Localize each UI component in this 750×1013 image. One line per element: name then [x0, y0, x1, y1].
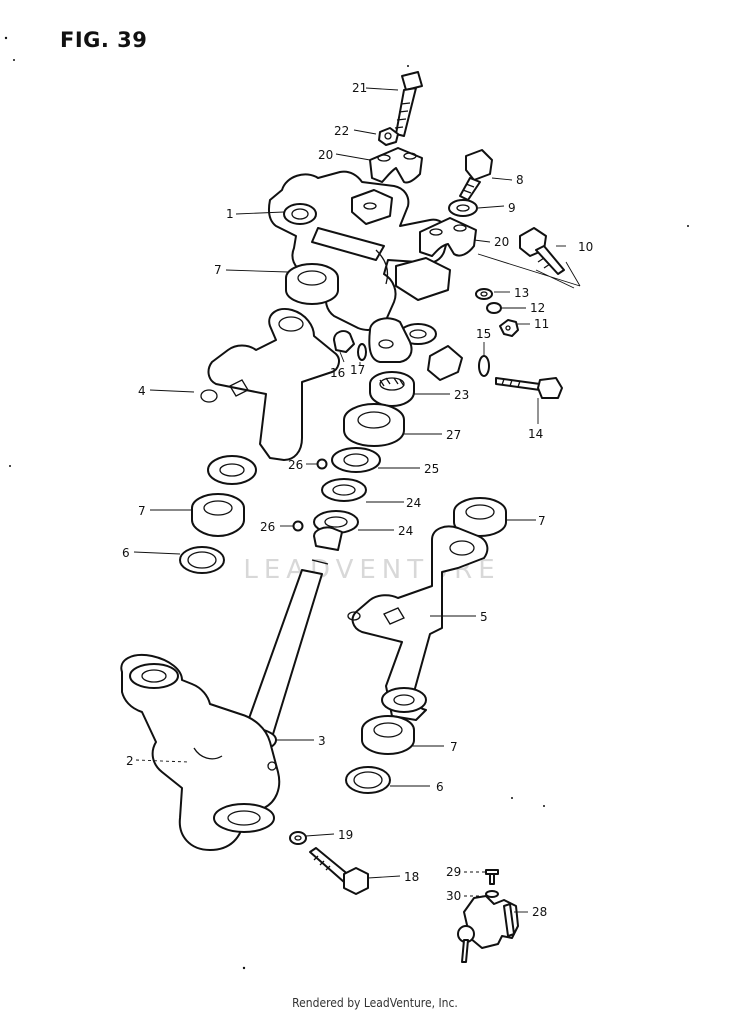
- part-22-nut: [378, 127, 399, 146]
- part-24-race-upper: [321, 478, 367, 502]
- callout-21: 21: [352, 81, 367, 95]
- part-9-washer: [448, 199, 478, 217]
- part-23-bearing-race: [369, 371, 415, 407]
- leader-lines: [133, 87, 581, 913]
- part-15-washer: [478, 355, 490, 377]
- part-18-bolt: [309, 847, 369, 895]
- part-6-seal-left: [179, 546, 225, 574]
- callout-28: 28: [532, 905, 547, 919]
- callout-20-top: 20: [318, 148, 333, 162]
- part-16-cap-nut: [333, 330, 355, 353]
- callout-4: 4: [138, 384, 146, 398]
- callout-29: 29: [446, 865, 461, 879]
- figure-label: FIG. 39: [60, 28, 148, 52]
- part-21-bolt: [394, 71, 423, 137]
- callout-1: 1: [226, 207, 234, 221]
- callout-6-left: 6: [122, 546, 130, 560]
- callout-10: 10: [578, 240, 593, 254]
- callout-17: 17: [350, 363, 365, 377]
- part-26-steel-ball-upper: [316, 458, 328, 470]
- callout-25: 25: [424, 462, 439, 476]
- part-14-bolt: [495, 377, 563, 399]
- part-27-steering-nut: [343, 403, 405, 447]
- part-6-seal-right: [345, 766, 391, 794]
- callout-27: 27: [446, 428, 461, 442]
- part-5-right-headlight-bracket: [347, 525, 489, 721]
- part-8-bolt: [459, 149, 493, 201]
- callout-7-lower-right: 7: [450, 740, 458, 754]
- callout-23: 23: [454, 388, 469, 402]
- callout-30: 30: [446, 889, 461, 903]
- callout-labels: 21 22 20 8 1 9 20 10 7 13 12 11 15 4 16 …: [122, 81, 593, 919]
- callout-22: 22: [334, 124, 349, 138]
- callout-11: 11: [534, 317, 549, 331]
- callout-9: 9: [508, 201, 516, 215]
- callout-24-upper: 24: [406, 496, 421, 510]
- callout-7-right: 7: [538, 514, 546, 528]
- part-29-screw: [485, 869, 499, 885]
- part-7-bearing-lower-right: [361, 715, 415, 755]
- callout-18: 18: [404, 870, 419, 884]
- part-20-handlebar-clamp-top: [369, 147, 423, 184]
- callout-12: 12: [530, 301, 545, 315]
- callout-5: 5: [480, 610, 488, 624]
- callout-26-lower: 26: [260, 520, 275, 534]
- callout-8: 8: [516, 173, 524, 187]
- callout-7-left: 7: [138, 504, 146, 518]
- part-25-race: [331, 447, 381, 473]
- callout-6-right: 6: [436, 780, 444, 794]
- part-7-bearing-left: [191, 493, 245, 537]
- part-2-lower-bracket: [120, 654, 281, 851]
- part-7-bearing-right: [453, 497, 507, 537]
- part-20-handlebar-clamp-lower: [419, 217, 477, 257]
- callout-20-lower: 20: [494, 235, 509, 249]
- part-7-bearing-top: [285, 263, 339, 305]
- callout-15: 15: [476, 327, 491, 341]
- callout-16: 16: [330, 366, 345, 380]
- part-10-bolt: [519, 227, 565, 275]
- part-4-left-headlight-bracket: [200, 308, 340, 485]
- callout-24-lower: 24: [398, 524, 413, 538]
- callout-14: 14: [528, 427, 543, 441]
- callout-13: 13: [514, 286, 529, 300]
- footer-credit: Rendered by LeadVenture, Inc.: [292, 996, 458, 1010]
- part-26-steel-ball-lower: [292, 520, 304, 532]
- callout-26-upper: 26: [288, 458, 303, 472]
- part-12-lock-washer: [486, 302, 502, 314]
- callout-3: 3: [318, 734, 326, 748]
- part-1-upper-bracket: [267, 170, 463, 381]
- part-17-washer: [357, 343, 367, 361]
- callout-2: 2: [126, 754, 134, 768]
- part-28-steering-lock: [457, 895, 519, 963]
- part-11-nut: [499, 319, 519, 337]
- scan-specks: [4, 36, 689, 970]
- part-19-washer: [289, 831, 307, 845]
- callout-19: 19: [338, 828, 353, 842]
- callout-7-top: 7: [214, 263, 222, 277]
- part-30-washer: [485, 890, 499, 898]
- part-13-washer: [475, 288, 493, 300]
